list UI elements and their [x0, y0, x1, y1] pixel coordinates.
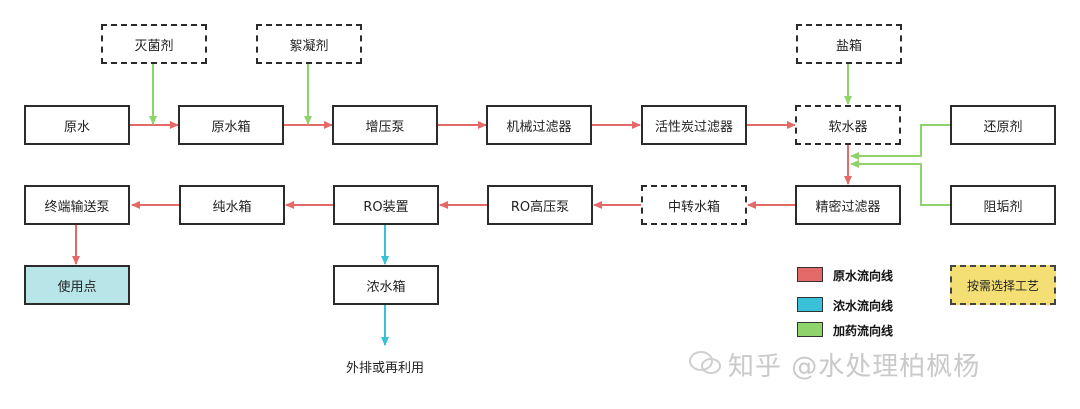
- antiscalant-box: 阻垢剂: [950, 185, 1056, 225]
- ro-high-pressure-pump-label: RO高压泵: [510, 199, 570, 215]
- intermediate-tank-box: 中转水箱: [641, 185, 747, 225]
- legend-swatch-concentrate-flow: [797, 297, 823, 312]
- raw-water-tank-label: 原水箱: [211, 119, 251, 135]
- activated-carbon-filter-label: 活性炭过滤器: [654, 119, 733, 135]
- legend-label-concentrate-flow: 浓水流向线: [833, 299, 894, 313]
- booster-pump-label: 增压泵: [365, 119, 405, 135]
- pure-water-tank-box: 纯水箱: [179, 185, 285, 225]
- intermediate-tank-label: 中转水箱: [667, 199, 720, 215]
- watermark-text: 知乎 @水处理柏枫杨: [728, 352, 981, 382]
- disinfectant-label: 灭菌剂: [134, 38, 174, 54]
- chat-bubble-icon: [689, 351, 721, 374]
- salt-tank-box: 盐箱: [796, 24, 902, 64]
- legend-swatch-dosing-flow: [797, 322, 823, 337]
- reducing-agent-label: 还原剂: [983, 119, 1023, 135]
- ro-unit-box: RO装置: [333, 185, 439, 225]
- water-softener-label: 软水器: [828, 119, 868, 135]
- point-of-use-box: 使用点: [24, 265, 130, 305]
- ro-unit-label: RO装置: [363, 199, 409, 215]
- raw-water-tank-box: 原水箱: [178, 105, 284, 145]
- dosing-flow-line: [850, 124, 950, 160]
- water-softener-box: 软水器: [795, 105, 901, 145]
- disinfectant-box: 灭菌剂: [101, 24, 207, 64]
- precision-filter-label: 精密过滤器: [815, 199, 881, 215]
- legend-label-dosing-flow: 加药流向线: [833, 324, 894, 338]
- concentrate-tank-label: 浓水箱: [366, 279, 406, 295]
- optional-process-box: 按需选择工艺: [950, 265, 1056, 305]
- reducing-agent-box: 还原剂: [950, 105, 1056, 145]
- precision-filter-box: 精密过滤器: [795, 185, 901, 225]
- antiscalant-label: 阻垢剂: [983, 199, 1023, 215]
- terminal-delivery-pump-label: 终端输送泵: [44, 199, 110, 215]
- dosing-flow-line: [850, 160, 950, 206]
- activated-carbon-filter-box: 活性炭过滤器: [641, 105, 747, 145]
- flocculant-box: 絮凝剂: [256, 24, 362, 64]
- booster-pump-box: 增压泵: [332, 105, 438, 145]
- discharge-text: 外排或再利用: [346, 361, 425, 376]
- terminal-delivery-pump-box: 终端输送泵: [24, 185, 130, 225]
- flocculant-label: 絮凝剂: [289, 38, 329, 54]
- optional-process-label: 按需选择工艺: [966, 278, 1039, 293]
- legend-label-raw-flow: 原水流向线: [833, 269, 894, 283]
- mechanical-filter-box: 机械过滤器: [486, 105, 592, 145]
- mechanical-filter-label: 机械过滤器: [506, 119, 572, 135]
- raw-water-box: 原水: [24, 105, 130, 145]
- legend-swatch-raw-flow: [797, 267, 823, 282]
- salt-tank-label: 盐箱: [835, 38, 862, 54]
- concentrate-tank-box: 浓水箱: [333, 265, 439, 305]
- point-of-use-label: 使用点: [57, 279, 97, 295]
- ro-high-pressure-pump-box: RO高压泵: [487, 185, 593, 225]
- pure-water-tank-label: 纯水箱: [212, 199, 252, 215]
- raw-water-label: 原水: [63, 119, 90, 135]
